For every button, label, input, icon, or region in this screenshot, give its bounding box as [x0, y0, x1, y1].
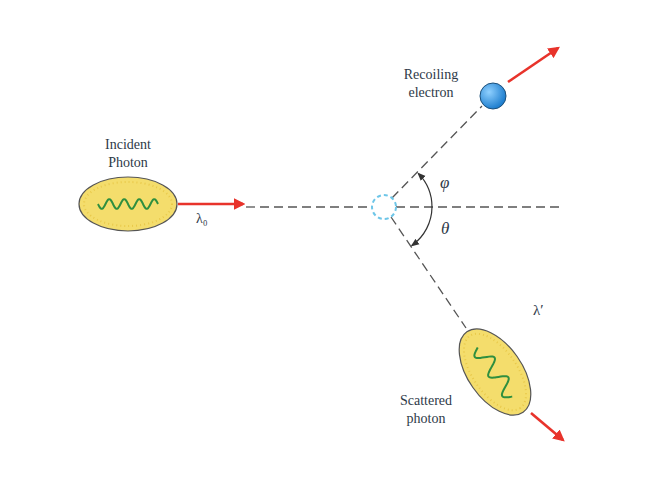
wavelength-label: λ′ — [533, 302, 544, 319]
electron-path — [392, 106, 482, 198]
photon-packet-body — [445, 316, 545, 427]
photon-texture — [84, 182, 172, 226]
photon-wave — [471, 343, 518, 401]
photon-texture — [452, 323, 539, 420]
photon-path — [391, 217, 466, 328]
angle-label: φ — [440, 174, 449, 193]
scattered-arrow — [531, 413, 563, 440]
photon-packet-body — [79, 177, 177, 231]
wavelength-label: λ₀ — [196, 211, 208, 226]
scattered-photon: Scattered photon — [440, 317, 550, 427]
photon-packet — [440, 317, 550, 427]
electron-arrow — [508, 48, 558, 82]
dashed-paths — [246, 106, 562, 328]
recoiling-electron: Recoiling electron — [479, 82, 507, 110]
photon-ellipse — [445, 316, 545, 427]
node-caption: Incident Photon — [86, 136, 170, 172]
incident-path — [246, 206, 372, 207]
incident-photon: Incident Photon — [78, 176, 178, 232]
electron-ball — [480, 83, 506, 109]
node-caption: Recoiling electron — [389, 66, 473, 102]
photon-wave — [98, 199, 158, 209]
electron-symbol — [479, 82, 507, 110]
incident-arrow — [178, 203, 243, 206]
collision-site — [372, 195, 396, 219]
angle-label: θ — [441, 220, 449, 239]
photon-packet — [78, 176, 178, 232]
node-caption: Scattered photon — [384, 392, 468, 428]
phi-angle-arc — [419, 174, 433, 207]
theta-angle-arc — [412, 207, 432, 246]
photon-ellipse — [79, 177, 177, 231]
forward-axis — [396, 206, 562, 207]
